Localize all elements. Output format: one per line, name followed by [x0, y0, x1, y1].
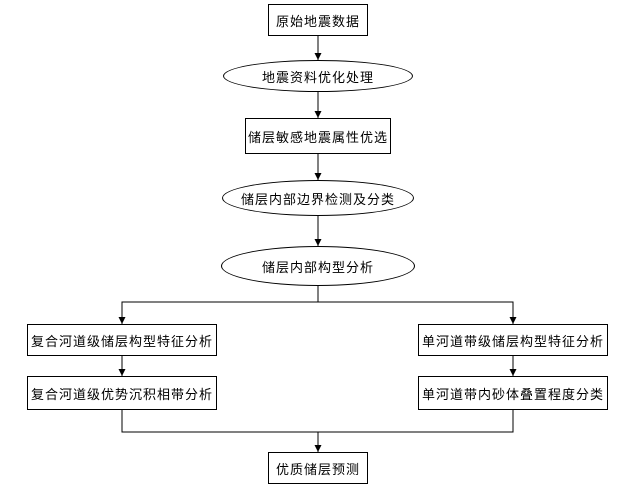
merge-connector-left	[121, 410, 318, 433]
merge-connector-right	[318, 410, 514, 433]
composite-channel-facies-label: 复合河道级优势沉积相带分析	[30, 387, 213, 403]
structure-analysis-label: 储层内部构型分析	[261, 260, 374, 276]
split-connector-right	[318, 301, 517, 324]
single-channel-sand-box: 单河道带内砂体叠置程度分类	[418, 376, 608, 410]
attribute-selection-box: 储层敏感地震属性优选	[245, 118, 391, 154]
optimization-ellipse: 地震资料优化处理	[223, 60, 413, 92]
prediction-box: 优质储层预测	[268, 452, 368, 484]
composite-channel-structure-label: 复合河道级储层构型特征分析	[30, 334, 213, 350]
single-channel-structure-box: 单河道带级储层构型特征分析	[418, 324, 608, 356]
split-connector	[118, 286, 319, 324]
boundary-detection-label: 储层内部边界检测及分类	[240, 192, 395, 208]
structure-analysis-ellipse: 储层内部构型分析	[221, 246, 415, 286]
single-channel-sand-label: 单河道带内砂体叠置程度分类	[421, 387, 604, 403]
raw-data-box: 原始地震数据	[268, 4, 368, 36]
prediction-label: 优质储层预测	[275, 462, 360, 478]
attribute-selection-label: 储层敏感地震属性优选	[247, 130, 388, 146]
boundary-detection-ellipse: 储层内部边界检测及分类	[222, 180, 414, 216]
raw-data-label: 原始地震数据	[275, 14, 360, 30]
single-channel-structure-label: 单河道带级储层构型特征分析	[421, 334, 604, 350]
optimization-label: 地震资料优化处理	[261, 70, 374, 86]
composite-channel-facies-box: 复合河道级优势沉积相带分析	[27, 376, 217, 410]
composite-channel-structure-box: 复合河道级储层构型特征分析	[27, 324, 217, 356]
